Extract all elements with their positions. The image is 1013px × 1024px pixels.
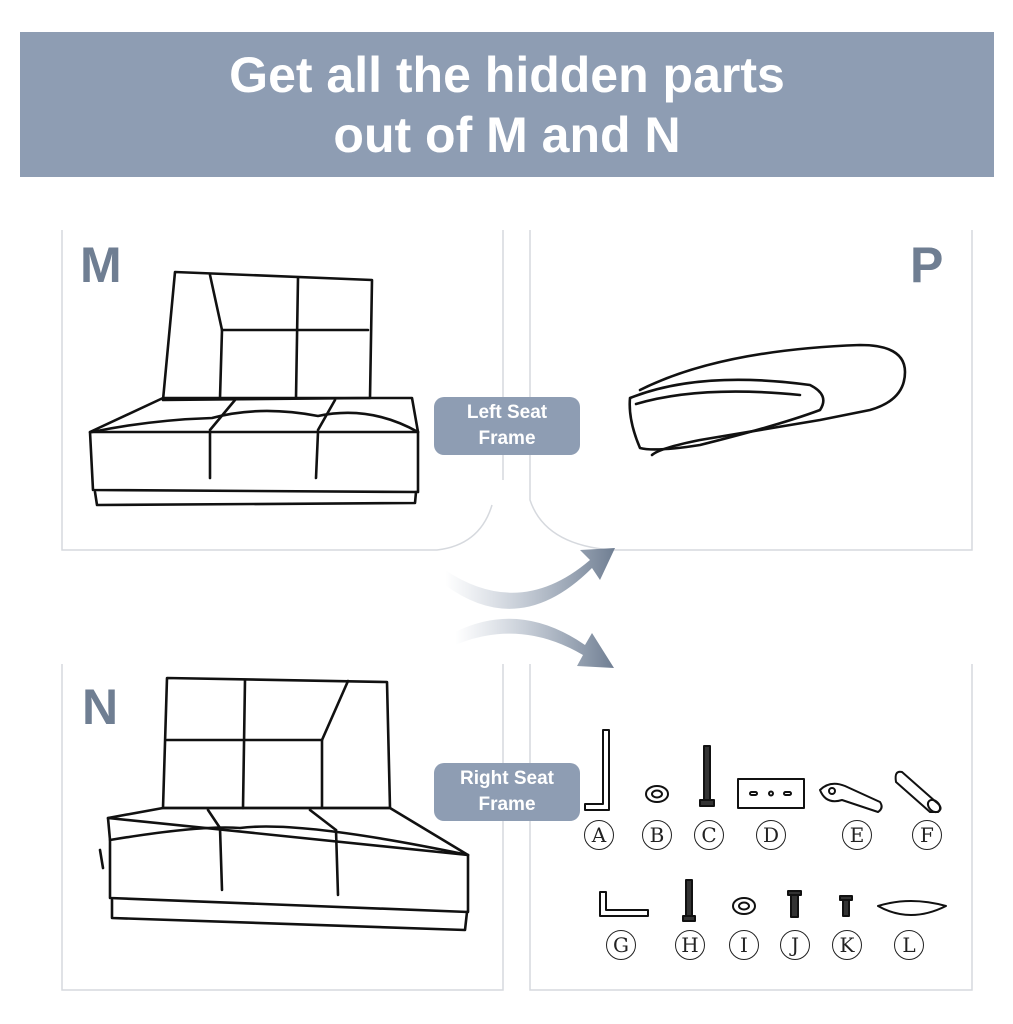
panel-m-border bbox=[61, 230, 493, 551]
part-label-a: A bbox=[584, 820, 614, 850]
part-e-wrench bbox=[819, 782, 883, 813]
title-banner: Get all the hidden parts out of M and N bbox=[20, 32, 994, 177]
arrow-upper bbox=[445, 548, 615, 609]
part-a-hex-key bbox=[584, 729, 610, 811]
part-i-washer bbox=[732, 897, 756, 915]
title-line-2: out of M and N bbox=[333, 106, 681, 163]
hardware-drawing bbox=[584, 729, 947, 922]
part-k-screw bbox=[839, 895, 853, 917]
sofa-m-drawing bbox=[88, 270, 420, 507]
part-c-bolt bbox=[699, 745, 715, 807]
panel-borders bbox=[61, 230, 973, 991]
part-label-k: K bbox=[832, 930, 862, 960]
sofa-n-drawing bbox=[98, 676, 470, 932]
title-line-1: Get all the hidden parts bbox=[229, 46, 785, 103]
left-seat-frame-callout: Left Seat Frame bbox=[434, 397, 580, 455]
part-g-l-key bbox=[599, 891, 649, 917]
arrow-lower bbox=[455, 618, 614, 668]
part-label-g: G bbox=[606, 930, 636, 960]
right-seat-frame-callout: Right Seat Frame bbox=[434, 763, 580, 821]
part-label-c: C bbox=[694, 820, 724, 850]
left-seat-line-2: Frame bbox=[478, 428, 536, 449]
panel-m-label: M bbox=[80, 237, 122, 293]
right-seat-line-1: Right Seat bbox=[460, 768, 554, 789]
panel-n-label: N bbox=[82, 679, 119, 735]
part-b-washer bbox=[645, 785, 669, 803]
part-label-f: F bbox=[912, 820, 942, 850]
part-label-h: H bbox=[675, 930, 705, 960]
part-label-j: J bbox=[780, 930, 810, 960]
right-seat-line-2: Frame bbox=[478, 794, 536, 815]
part-d-plate bbox=[737, 778, 805, 809]
cushion-p-drawing bbox=[628, 343, 907, 457]
left-seat-line-1: Left Seat bbox=[466, 402, 548, 423]
part-label-i: I bbox=[729, 930, 759, 960]
part-label-l: L bbox=[894, 930, 924, 960]
transfer-arrows bbox=[445, 548, 615, 668]
part-l-pad bbox=[877, 900, 947, 916]
part-j-screw bbox=[787, 890, 802, 918]
panel-p-label: P bbox=[910, 237, 944, 293]
panel-parts-border bbox=[529, 664, 973, 991]
part-f-barrel bbox=[894, 770, 942, 814]
part-label-e: E bbox=[842, 820, 872, 850]
part-label-b: B bbox=[642, 820, 672, 850]
panel-n-border bbox=[61, 664, 504, 991]
part-label-d: D bbox=[756, 820, 786, 850]
panel-p-border bbox=[529, 230, 973, 551]
part-h-bolt bbox=[682, 879, 696, 922]
